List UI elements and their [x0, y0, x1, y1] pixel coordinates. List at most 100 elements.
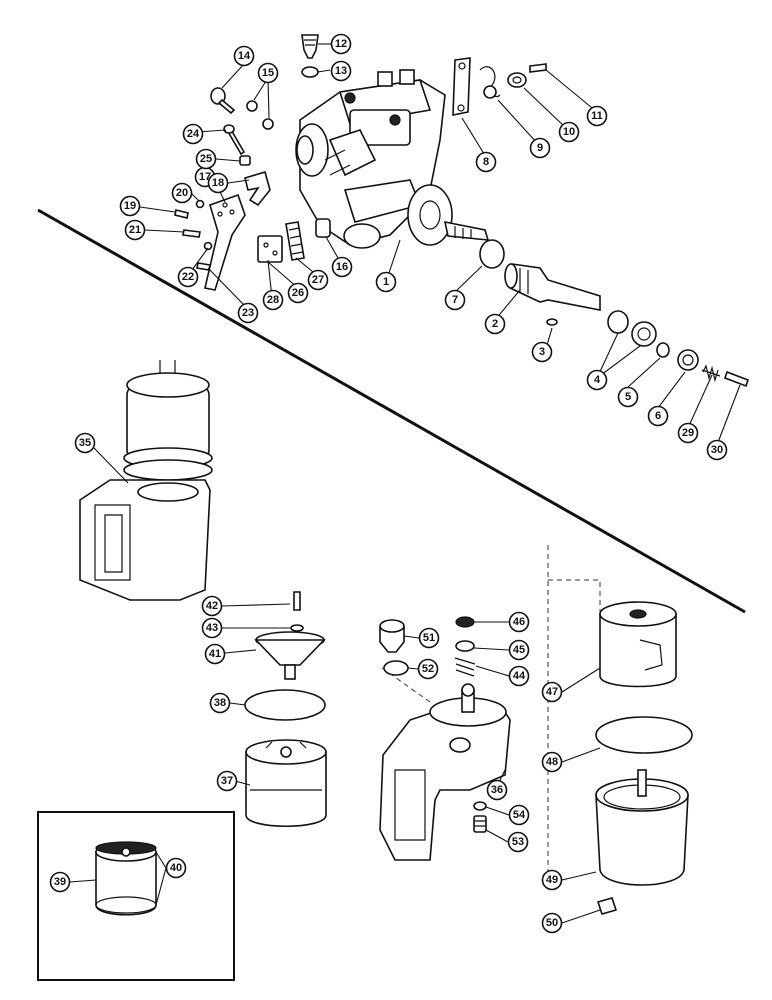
callout-42: 42 — [201, 595, 223, 617]
svg-text:50: 50 — [546, 917, 558, 929]
svg-text:7: 7 — [452, 294, 458, 306]
callout-8: 8 — [475, 151, 497, 173]
part-24-25-screw-spacer — [223, 124, 251, 166]
callout-28: 28 — [262, 289, 284, 311]
callout-18: 18 — [207, 172, 229, 194]
callout-11: 11 — [586, 105, 608, 127]
callout-27: 27 — [307, 269, 329, 291]
callout-37: 37 — [216, 770, 238, 792]
callout-30: 30 — [706, 439, 728, 461]
part-48-gasket — [595, 716, 693, 754]
part-3-key — [546, 318, 558, 326]
part-8-11-linkage — [452, 57, 547, 116]
svg-text:48: 48 — [546, 756, 558, 768]
assembly-dash-line — [381, 667, 431, 703]
callout-19: 19 — [119, 195, 141, 217]
callout-45: 45 — [508, 639, 530, 661]
callout-13: 13 — [330, 60, 352, 82]
part-26-27-28-plate-spring — [257, 221, 305, 263]
svg-text:27: 27 — [312, 274, 324, 286]
callout-7: 7 — [444, 289, 466, 311]
callout-47: 47 — [541, 681, 563, 703]
part-19-20-21-screws — [174, 199, 213, 251]
svg-text:16: 16 — [336, 261, 348, 273]
svg-text:1: 1 — [383, 276, 389, 288]
section-divider-line — [37, 208, 746, 614]
callout-2: 2 — [484, 313, 506, 335]
part-44-46-valve-spring — [454, 616, 476, 677]
inset-box — [37, 811, 235, 981]
callout-6: 6 — [647, 405, 669, 427]
callout-41: 41 — [204, 643, 226, 665]
callout-3: 3 — [531, 341, 553, 363]
part-41-43-cover-seal — [254, 591, 326, 680]
svg-text:20: 20 — [176, 187, 188, 199]
callout-50: 50 — [541, 912, 563, 934]
svg-text:17: 17 — [199, 171, 211, 183]
svg-text:8: 8 — [483, 156, 489, 168]
callout-38: 38 — [209, 692, 231, 714]
svg-text:36: 36 — [491, 784, 503, 796]
callout-12: 12 — [330, 33, 352, 55]
svg-text:5: 5 — [625, 391, 631, 403]
svg-text:52: 52 — [422, 663, 434, 675]
svg-text:14: 14 — [238, 50, 251, 62]
callout-15: 15 — [257, 62, 279, 84]
part-16-sleeve — [315, 218, 331, 238]
callout-23: 23 — [237, 302, 259, 324]
callout-1: 1 — [375, 271, 397, 293]
part-17-18-bracket — [204, 170, 271, 291]
svg-text:42: 42 — [206, 600, 218, 612]
part-5-6-29-30 — [656, 342, 750, 388]
svg-text:4: 4 — [594, 374, 601, 386]
part-36-filter-head — [379, 683, 511, 861]
callout-25: 25 — [195, 148, 217, 170]
svg-text:12: 12 — [335, 38, 347, 50]
callout-5: 5 — [617, 386, 639, 408]
part-35-filter-assembly — [79, 360, 213, 601]
callout-35: 35 — [74, 432, 96, 454]
svg-text:29: 29 — [682, 427, 694, 439]
svg-text:22: 22 — [182, 271, 194, 283]
svg-text:13: 13 — [335, 65, 347, 77]
svg-text:51: 51 — [423, 632, 435, 644]
svg-text:43: 43 — [206, 622, 218, 634]
svg-text:47: 47 — [546, 686, 558, 698]
callout-20: 20 — [171, 182, 193, 204]
callout-53: 53 — [507, 831, 529, 853]
svg-text:25: 25 — [200, 153, 212, 165]
callout-16: 16 — [331, 256, 353, 278]
svg-text:23: 23 — [242, 307, 254, 319]
assembly-dash-line-2 — [547, 545, 601, 880]
svg-text:9: 9 — [537, 142, 543, 154]
svg-text:37: 37 — [221, 775, 233, 787]
svg-text:3: 3 — [539, 346, 545, 358]
callout-10: 10 — [558, 121, 580, 143]
svg-text:30: 30 — [711, 444, 723, 456]
svg-text:28: 28 — [267, 294, 279, 306]
callout-46: 46 — [508, 611, 530, 633]
svg-text:49: 49 — [546, 874, 558, 886]
callout-40: 40 — [165, 857, 187, 879]
callout-22: 22 — [177, 266, 199, 288]
svg-text:46: 46 — [513, 616, 525, 628]
svg-text:54: 54 — [513, 809, 526, 821]
part-39-40-filter-cartridge — [95, 841, 157, 916]
svg-text:15: 15 — [262, 67, 274, 79]
callout-39: 39 — [49, 871, 71, 893]
svg-text:18: 18 — [212, 177, 224, 189]
callout-54: 54 — [508, 804, 530, 826]
callout-29: 29 — [677, 422, 699, 444]
svg-text:40: 40 — [170, 862, 182, 874]
part-23-screw — [196, 262, 211, 271]
callout-48: 48 — [541, 751, 563, 773]
svg-text:6: 6 — [655, 410, 661, 422]
part-47-filter-element — [599, 601, 677, 688]
svg-text:38: 38 — [214, 697, 226, 709]
callout-49: 49 — [541, 869, 563, 891]
part-2-drive-shaft — [504, 263, 601, 311]
svg-text:53: 53 — [512, 836, 524, 848]
part-53-54-drain — [473, 801, 487, 833]
part-51-52-plug-washer — [379, 619, 409, 676]
